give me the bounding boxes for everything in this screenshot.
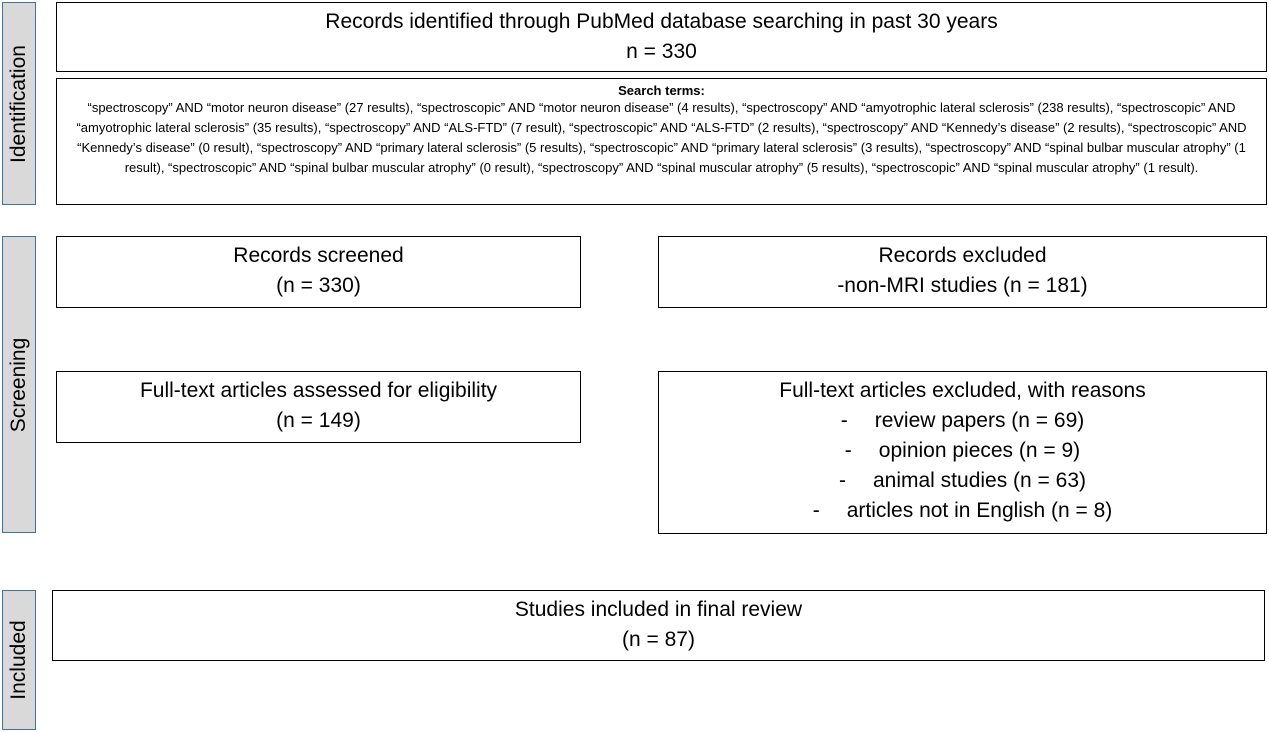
records-screened-count: (n = 330): [276, 274, 361, 297]
exclusion-reason: -review papers (n = 69): [840, 409, 1085, 432]
exclusion-reason: -opinion pieces (n = 9): [844, 439, 1081, 462]
records-excluded-label: Records excluded: [878, 244, 1047, 267]
studies-included-count: (n = 87): [622, 628, 695, 651]
records-identified-count: n = 330: [626, 40, 697, 63]
records-excluded-box: Records excluded -non-MRI studies (n = 1…: [658, 236, 1267, 308]
records-screened-box: Records screened (n = 330): [56, 236, 581, 308]
studies-included-label: Studies included in final review: [514, 598, 803, 621]
exclusion-reasons-list: -review papers (n = 69) -opinion pieces …: [659, 406, 1266, 526]
search-terms-text: “spectroscopy” AND “motor neuron disease…: [76, 100, 1247, 175]
stage-identification: Identification: [2, 2, 36, 205]
stage-included: Included: [2, 590, 36, 730]
fulltext-excluded-box: Full-text articles excluded, with reason…: [658, 371, 1267, 534]
fulltext-assessed-box: Full-text articles assessed for eligibil…: [56, 371, 581, 443]
stage-screening-label: Screening: [7, 337, 30, 432]
exclusion-reason: -animal studies (n = 63): [838, 469, 1087, 492]
studies-included-box: Studies included in final review (n = 87…: [52, 590, 1265, 661]
fulltext-excluded-label: Full-text articles excluded, with reason…: [779, 379, 1146, 402]
stage-screening: Screening: [2, 236, 36, 533]
records-screened-label: Records screened: [233, 244, 404, 267]
fulltext-assessed-count: (n = 149): [276, 409, 361, 432]
stage-identification-label: Identification: [7, 44, 30, 163]
records-excluded-detail: -non-MRI studies (n = 181): [837, 274, 1088, 297]
records-identified-box: Records identified through PubMed databa…: [56, 2, 1267, 72]
fulltext-assessed-label: Full-text articles assessed for eligibil…: [139, 379, 498, 402]
exclusion-reason: -articles not in English (n = 8): [812, 499, 1113, 522]
records-identified-label: Records identified through PubMed databa…: [325, 10, 998, 33]
stage-included-label: Included: [7, 620, 30, 700]
search-terms-title: Search terms:: [618, 83, 705, 98]
search-terms-box: Search terms: “spectroscopy” AND “motor …: [56, 78, 1267, 205]
